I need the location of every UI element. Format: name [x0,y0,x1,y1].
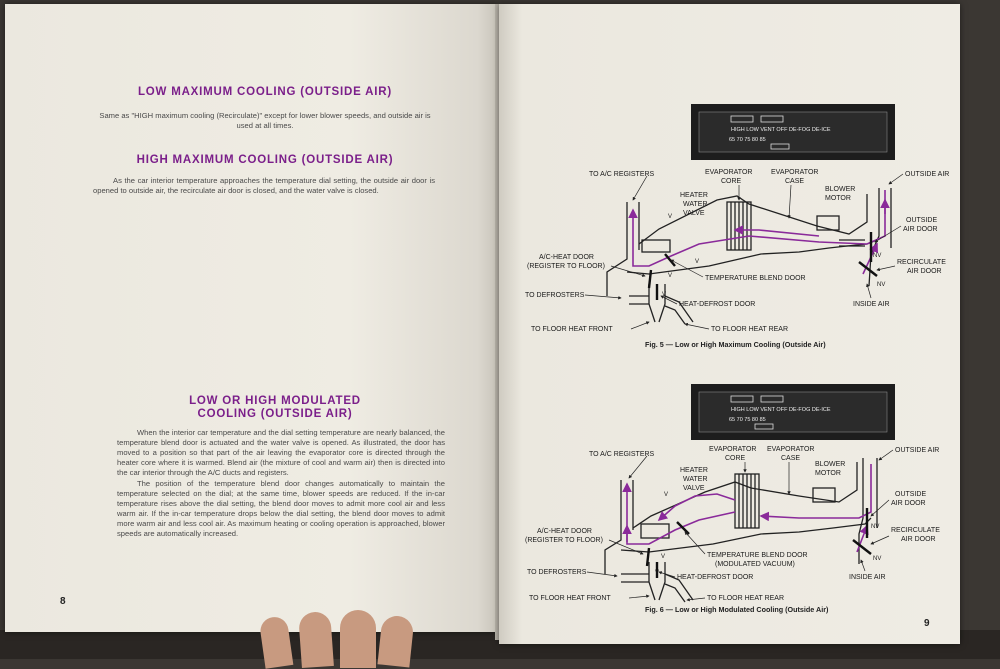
label-outside-air-door-2: AIR DOOR [891,500,926,507]
label-heater-water-valve: HEATER [680,192,708,199]
label-heater-water-valve-2: WATER [683,476,708,483]
diagram-sheet: HIGH LOW VENT OFF DE-FOG DE-ICE 65 70 75… [525,104,949,614]
control-panel: HIGH LOW VENT OFF DE-FOG DE-ICE 65 70 75… [691,104,895,160]
label-ac-heat-door-2: (REGISTER TO FLOOR) [525,537,603,544]
label-blower-motor-2: MOTOR [815,470,841,477]
leader-lines [584,173,904,330]
control-panel: HIGH LOW VENT OFF DE-FOG DE-ICE 65 70 75… [691,384,895,440]
control-panel-temps: 65 70 75 80 85 [729,137,766,143]
doors [647,232,878,300]
paragraph-low-maximum-cooling: Same as "HIGH maximum cooling (Recircula… [99,111,431,130]
leader-lines [586,449,894,602]
fig5-caption: Fig. 5 — Low or High Maximum Cooling (Ou… [645,340,826,349]
label-nv: NV [877,282,885,288]
right-page: HIGH LOW VENT OFF DE-FOG DE-ICE 65 70 75… [499,4,960,644]
label-recirculate-air-door: RECIRCULATE [891,527,940,534]
label-nv: NV [873,556,881,562]
heading-high-maximum-cooling: HIGH MAXIMUM COOLING (OUTSIDE AIR) [136,154,394,166]
heading-modulated-cooling: LOW OR HIGH MODULATED COOLING (OUTSIDE A… [189,395,361,420]
page-number-left: 8 [60,596,66,607]
label-heater-water-valve-3: VALVE [683,485,705,492]
label-v: V [668,214,672,220]
left-page: LOW MAXIMUM COOLING (OUTSIDE AIR) Same a… [5,4,497,632]
label-outside-air: OUTSIDE AIR [905,171,949,178]
label-evaporator-case-2: CASE [781,455,800,462]
hand-photo [298,610,334,669]
figure-5: HIGH LOW VENT OFF DE-FOG DE-ICE 65 70 75… [525,104,949,349]
label-temperature-blend-door: TEMPERATURE BLEND DOOR [705,275,806,282]
label-recirculate-air-door-2: AIR DOOR [901,536,936,543]
label-outside-air: OUTSIDE AIR [895,447,939,454]
hand-photo [377,614,415,668]
label-outside-air-door: OUTSIDE [895,491,926,498]
label-evaporator-core: EVAPORATOR [705,169,752,176]
label-floor-heat-rear: TO FLOOR HEAT REAR [711,326,788,333]
label-nv: NV [871,524,879,530]
label-evaporator-core-2: CORE [721,178,742,185]
label-recirculate-air-door-2: AIR DOOR [907,268,942,275]
hand-photo [340,610,376,668]
label-heat-defrost-door: HEAT-DEFROST DOOR [677,574,753,581]
label-heat-defrost-door: HEAT-DEFROST DOOR [679,301,755,308]
label-inside-air: INSIDE AIR [853,301,890,308]
label-ac-heat-door: A/C-HEAT DOOR [539,254,594,261]
label-ac-heat-door-2: (REGISTER TO FLOOR) [527,263,605,270]
label-blower-motor-2: MOTOR [825,195,851,202]
fig6-caption: Fig. 6 — Low or High Modulated Cooling (… [645,605,829,614]
label-evaporator-case-2: CASE [785,178,804,185]
doors [645,508,872,578]
label-heater-water-valve: HEATER [680,467,708,474]
label-v: V [664,492,668,498]
label-to-defrosters: TO DEFROSTERS [525,292,585,299]
label-v: V [662,292,666,298]
label-floor-heat-front: TO FLOOR HEAT FRONT [529,595,611,602]
paragraph-high-maximum-cooling: As the car interior temperature approach… [93,176,435,195]
label-to-ac-registers: TO A/C REGISTERS [589,171,655,178]
airflow-path [622,464,872,553]
control-panel-modes: HIGH LOW VENT OFF DE-FOG DE-ICE [731,407,831,413]
label-v: V [668,273,672,279]
heading-low-maximum-cooling: LOW MAXIMUM COOLING (OUTSIDE AIR) [137,86,393,98]
label-outside-air-door: OUTSIDE [906,217,937,224]
label-modulated-vacuum: (MODULATED VACUUM) [715,561,795,568]
label-outside-air-door-2: AIR DOOR [903,226,938,233]
label-to-ac-registers: TO A/C REGISTERS [589,451,655,458]
label-heater-water-valve-2: WATER [683,201,708,208]
label-blower-motor: BLOWER [815,461,845,468]
label-inside-air: INSIDE AIR [849,574,886,581]
label-v: V [661,554,665,560]
label-recirculate-air-door: RECIRCULATE [897,259,946,266]
label-evaporator-case: EVAPORATOR [771,169,818,176]
figure-6: HIGH LOW VENT OFF DE-FOG DE-ICE 65 70 75… [525,384,940,614]
control-panel-modes: HIGH LOW VENT OFF DE-FOG DE-ICE [731,127,831,133]
page-number-right: 9 [924,618,930,629]
paragraph-modulated-cooling: When the interior car temperature and th… [117,428,445,538]
label-ac-heat-door: A/C-HEAT DOOR [537,528,592,535]
control-panel-temps: 65 70 75 80 85 [729,417,766,423]
label-nv: NV [873,253,881,259]
label-floor-heat-front: TO FLOOR HEAT FRONT [531,326,613,333]
book-spine [495,4,501,640]
label-v: V [695,259,699,265]
label-blower-motor: BLOWER [825,186,855,193]
label-evaporator-core-2: CORE [725,455,746,462]
label-evaporator-case: EVAPORATOR [767,446,814,453]
label-evaporator-core: EVAPORATOR [709,446,756,453]
label-heater-water-valve-3: VALVE [683,210,705,217]
label-floor-heat-rear: TO FLOOR HEAT REAR [707,595,784,602]
label-v: V [655,570,659,576]
label-to-defrosters: TO DEFROSTERS [527,569,587,576]
label-temperature-blend-door: TEMPERATURE BLEND DOOR [707,552,808,559]
